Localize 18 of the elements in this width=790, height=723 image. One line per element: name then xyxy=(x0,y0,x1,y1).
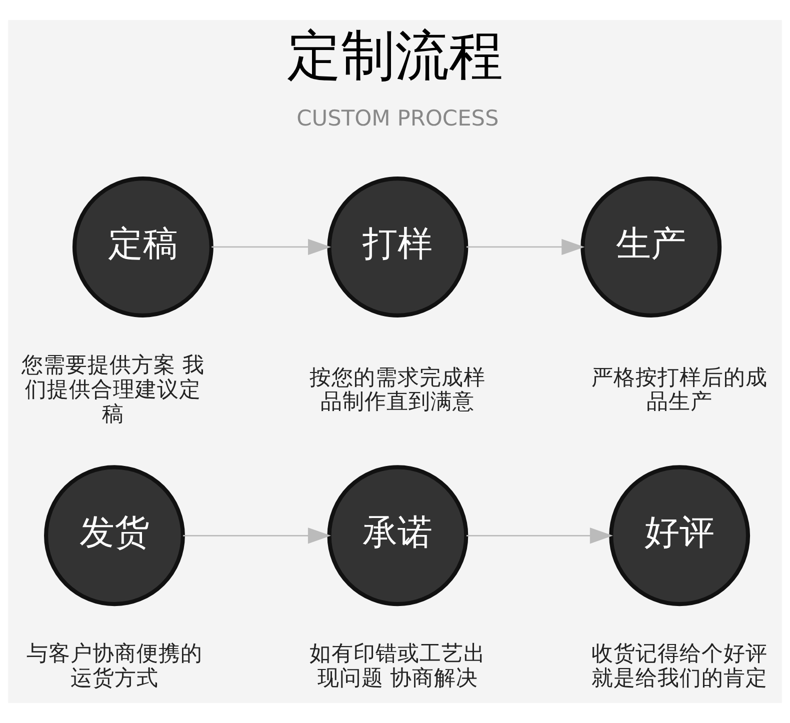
node-label: 与客户协商便携的运货方式 xyxy=(26,642,202,692)
arrow xyxy=(212,238,332,256)
node-label: 按您的需求完成样品制作直到满意 xyxy=(310,365,486,415)
node-label: 您需要提供方案 我们提供合理建议定稿 xyxy=(22,353,205,427)
diagram-title: 定制流程 xyxy=(287,24,503,88)
arrow xyxy=(466,528,613,544)
node-label: 如有印错或工艺出现问题 协商解决 xyxy=(310,642,486,692)
arrow xyxy=(183,528,332,544)
node-circle: 生产 xyxy=(580,176,722,318)
node-circle: 好评 xyxy=(609,465,750,606)
arrow xyxy=(466,238,585,256)
node-label: 严格按打样后的成品生产 xyxy=(592,365,768,415)
label: CUSTOM PROCESS xyxy=(296,106,499,132)
node-label: 收货记得给个好评就是给我们的肯定 xyxy=(592,642,768,692)
node-circle: 承诺 xyxy=(327,465,468,606)
node-circle: 定稿 xyxy=(72,176,214,318)
node-circle: 打样 xyxy=(327,176,468,318)
node-circle: 发货 xyxy=(44,465,185,606)
